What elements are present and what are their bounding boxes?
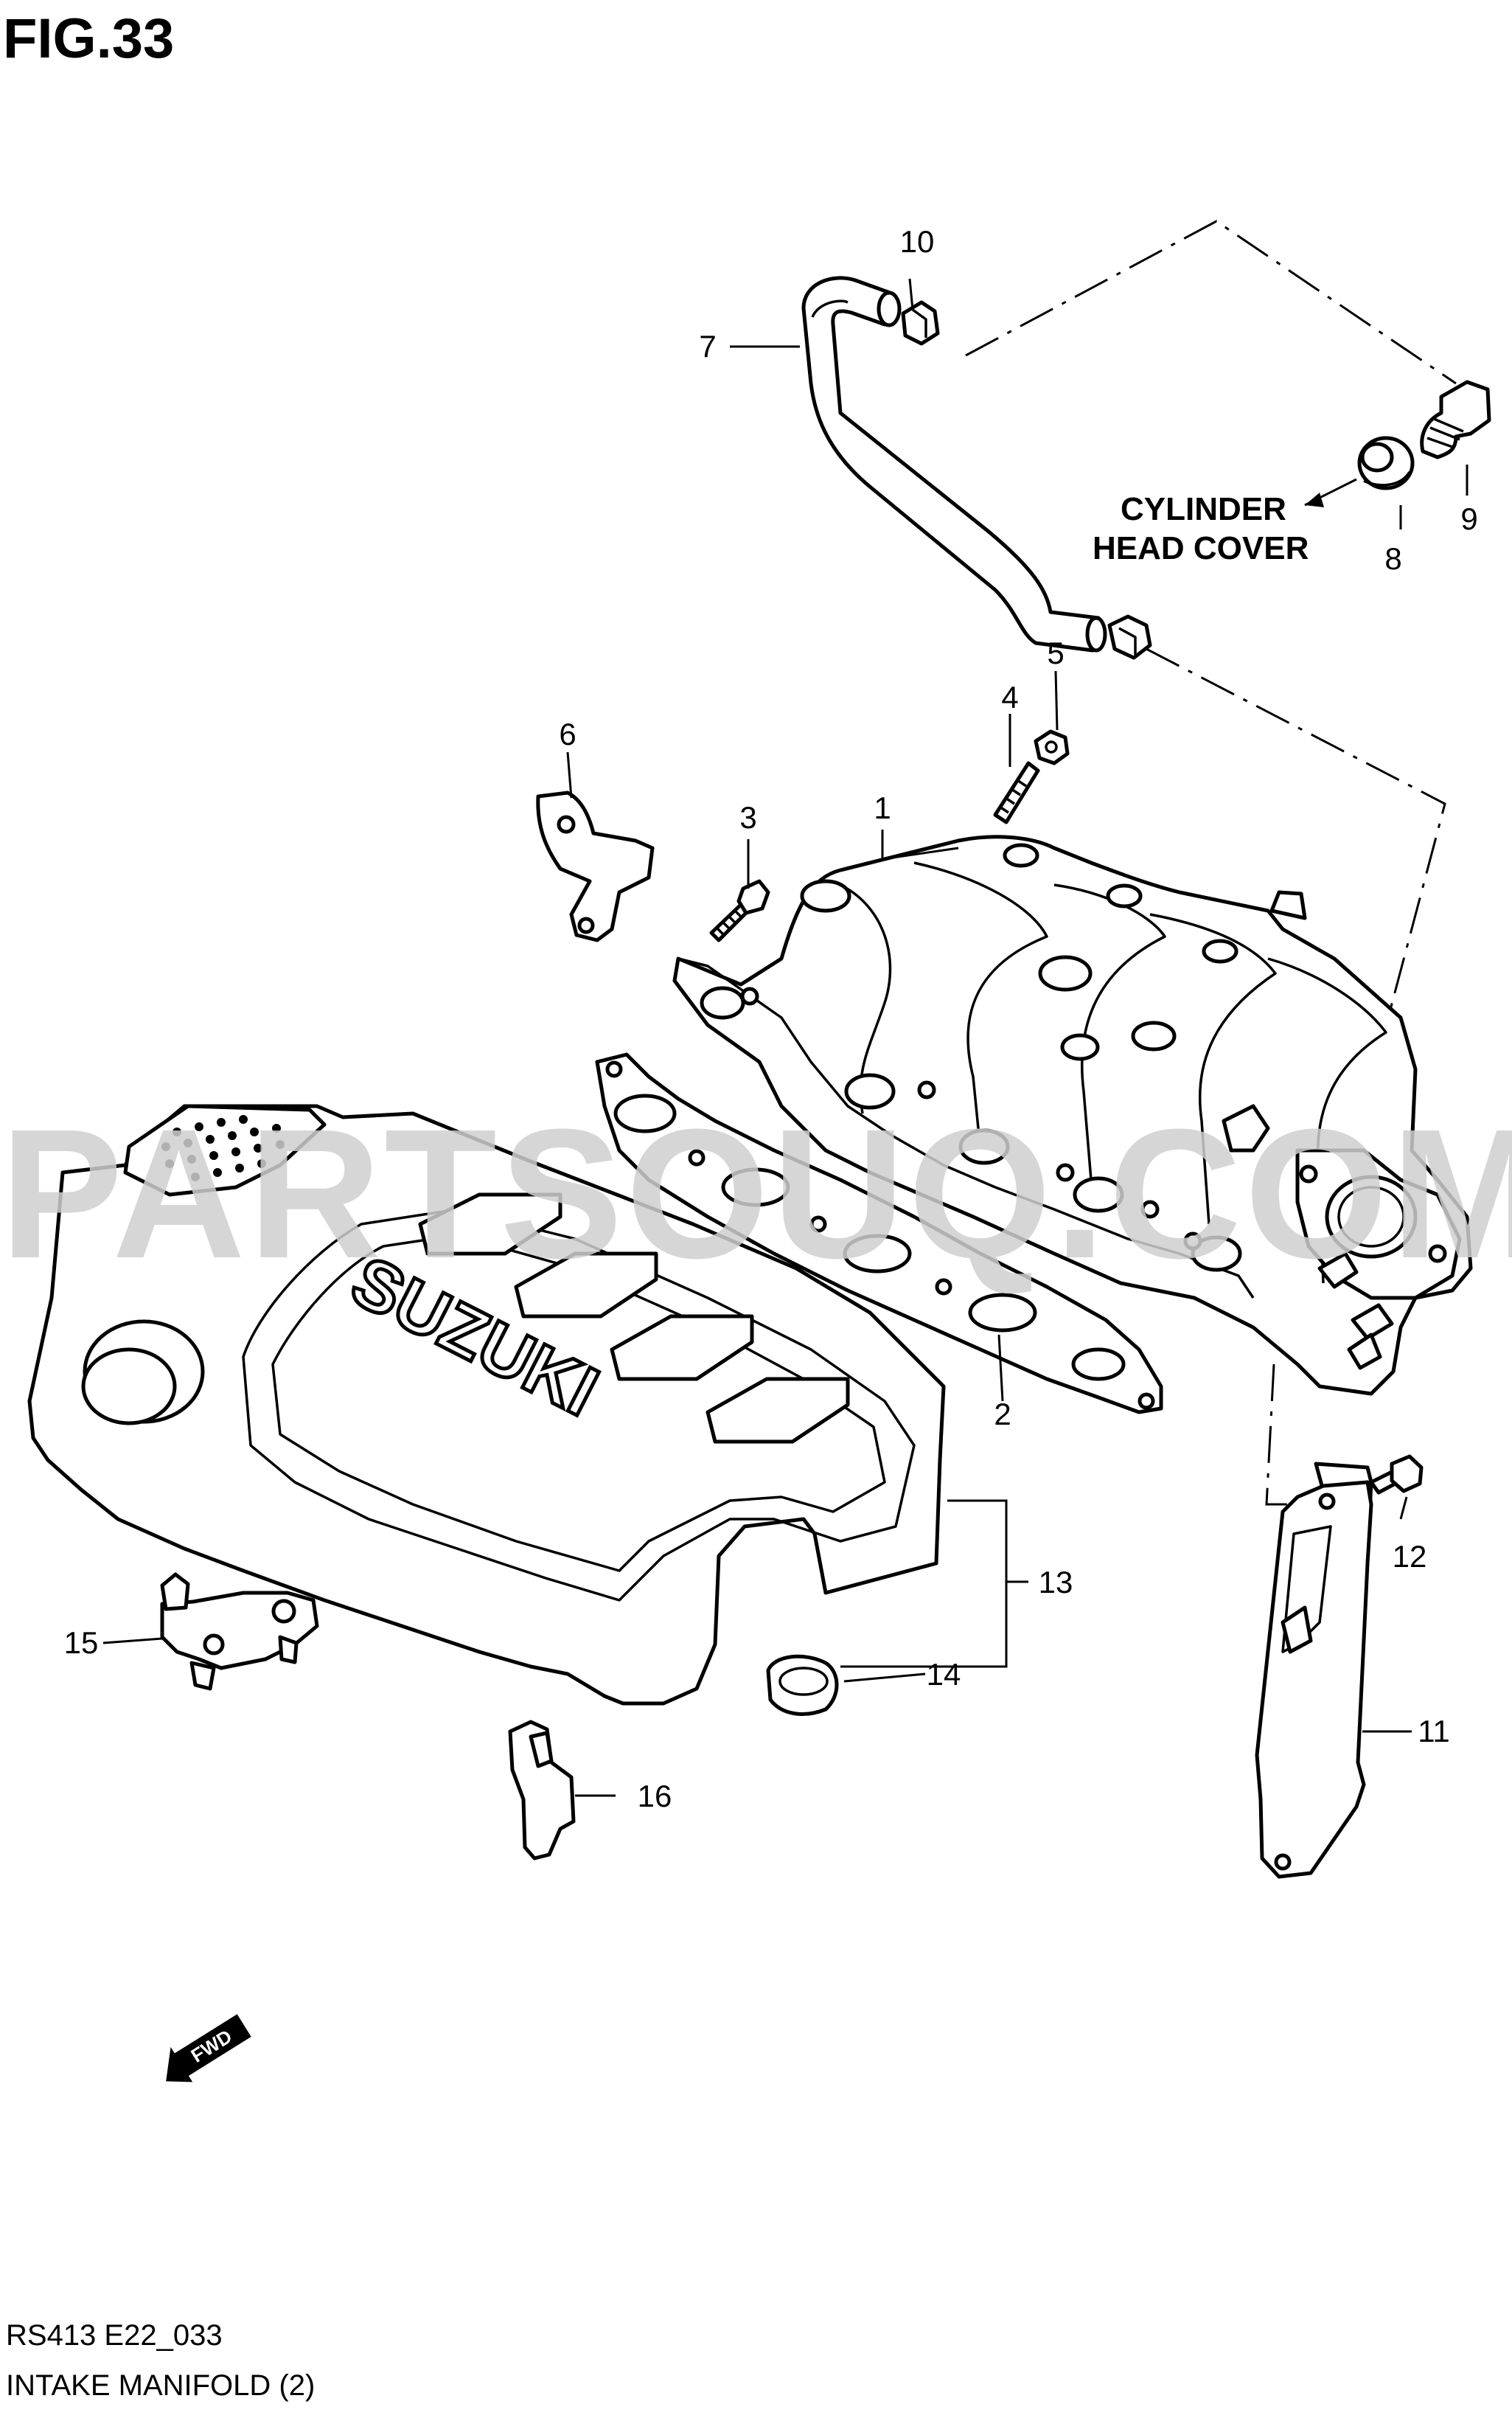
callout-14: 14 bbox=[927, 1657, 961, 1692]
callout-12: 12 bbox=[1393, 1539, 1427, 1574]
nut-part bbox=[1034, 729, 1070, 765]
callout-11: 11 bbox=[1418, 1714, 1450, 1748]
breather-hose-part bbox=[801, 276, 1107, 653]
diagram-name: INTAKE MANIFOLD (2) bbox=[6, 2369, 315, 2402]
reference-line-upper bbox=[965, 220, 1457, 385]
bracket-bolt-part bbox=[1369, 1454, 1424, 1495]
pcv-valve-part bbox=[1420, 380, 1491, 459]
cover-mount-bracket-part bbox=[160, 1572, 319, 1691]
reference-line-bracket bbox=[1265, 1363, 1312, 1506]
vent-grid bbox=[161, 1115, 285, 1181]
callout-3: 3 bbox=[739, 800, 756, 835]
callout-13: 13 bbox=[1039, 1565, 1073, 1599]
bracket-part bbox=[536, 791, 655, 942]
cover-grommet-part bbox=[766, 1654, 839, 1716]
cover-clip-part bbox=[508, 1720, 576, 1861]
callout-2: 2 bbox=[994, 1397, 1011, 1431]
hose-clamp-part-upper bbox=[901, 300, 940, 346]
intake-manifold-part bbox=[672, 835, 1473, 1396]
callout-10: 10 bbox=[900, 224, 935, 259]
forward-direction-marker: FWD bbox=[166, 2014, 251, 2082]
note-line-2: HEAD COVER bbox=[1093, 530, 1309, 566]
figure-title: FIG.33 bbox=[3, 7, 174, 70]
callout-15: 15 bbox=[64, 1625, 99, 1660]
stud-part bbox=[993, 761, 1040, 824]
hose-clamp-part-lower bbox=[1107, 614, 1152, 660]
bolt-part bbox=[709, 879, 770, 942]
manifold-support-bracket-part bbox=[1255, 1462, 1373, 1879]
callout-1: 1 bbox=[874, 791, 891, 825]
grommet-part bbox=[1357, 436, 1415, 490]
note-line-1: CYLINDER bbox=[1121, 491, 1286, 527]
leader-lines bbox=[102, 278, 1469, 1797]
callout-8: 8 bbox=[1384, 541, 1401, 576]
callout-9: 9 bbox=[1460, 501, 1477, 536]
callout-7: 7 bbox=[699, 329, 716, 364]
callout-6: 6 bbox=[559, 717, 576, 751]
callout-5: 5 bbox=[1047, 636, 1064, 670]
callout-4: 4 bbox=[1001, 680, 1018, 715]
watermark-text: PARTSOUQ.COM bbox=[0, 1091, 1512, 1296]
diagram-code: RS413 E22_033 bbox=[6, 2319, 223, 2352]
engine-cover-part: SUZUKI bbox=[27, 1104, 946, 1706]
callout-16: 16 bbox=[638, 1779, 672, 1813]
note-arrow-head bbox=[1305, 493, 1324, 507]
manifold-gasket-part bbox=[595, 1052, 1163, 1414]
